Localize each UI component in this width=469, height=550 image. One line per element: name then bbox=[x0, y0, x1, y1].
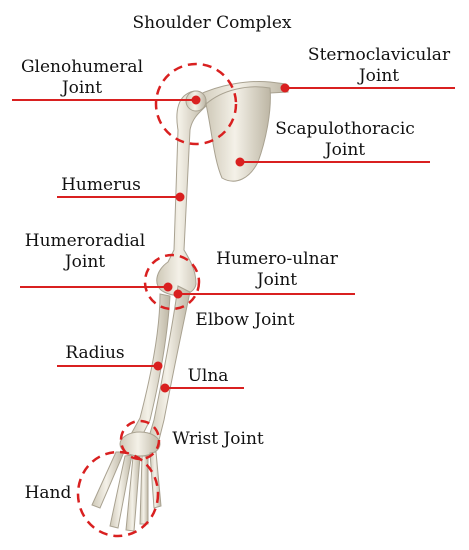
finger-1 bbox=[91, 451, 125, 509]
carpal-bones bbox=[119, 431, 161, 457]
finger-2 bbox=[109, 454, 133, 529]
hand-marker bbox=[76, 450, 160, 538]
diagram-title: Shoulder Complex bbox=[132, 13, 291, 33]
ulna-label: Ulna bbox=[188, 366, 229, 386]
humeroulnar-label-line2: Joint bbox=[255, 270, 297, 290]
elbow-label: Elbow Joint bbox=[195, 310, 294, 330]
hand-label: Hand bbox=[25, 483, 72, 503]
glenohumeral-label-line2: Joint bbox=[60, 78, 102, 98]
humeroradial-label-line1: Humeroradial bbox=[25, 231, 145, 251]
glenohumeral-marker bbox=[154, 62, 238, 146]
sternoclavicular-label-line1: Sternoclavicular bbox=[308, 45, 451, 65]
humerus-label: Humerus bbox=[61, 175, 141, 195]
wrist-label: Wrist Joint bbox=[172, 429, 264, 449]
glenohumeral-label-line1: Glenohumeral bbox=[21, 57, 143, 77]
wrist-marker bbox=[119, 419, 161, 461]
scapulothoracic-label-line1: Scapulothoracic bbox=[275, 119, 415, 139]
radius-label: Radius bbox=[65, 343, 124, 363]
scapulothoracic-label-line2: Joint bbox=[323, 140, 365, 160]
joint-markers bbox=[76, 62, 238, 538]
leader-lines bbox=[12, 83, 455, 393]
sternoclavicular-label-line2: Joint bbox=[357, 66, 399, 86]
scapula-bone bbox=[205, 86, 271, 182]
humeroradial-label-line2: Joint bbox=[63, 252, 105, 272]
elbow-marker bbox=[143, 253, 201, 311]
finger-4 bbox=[139, 455, 149, 525]
humeroulnar-label-line1: Humero-ulnar bbox=[216, 249, 339, 269]
bones bbox=[91, 81, 289, 532]
